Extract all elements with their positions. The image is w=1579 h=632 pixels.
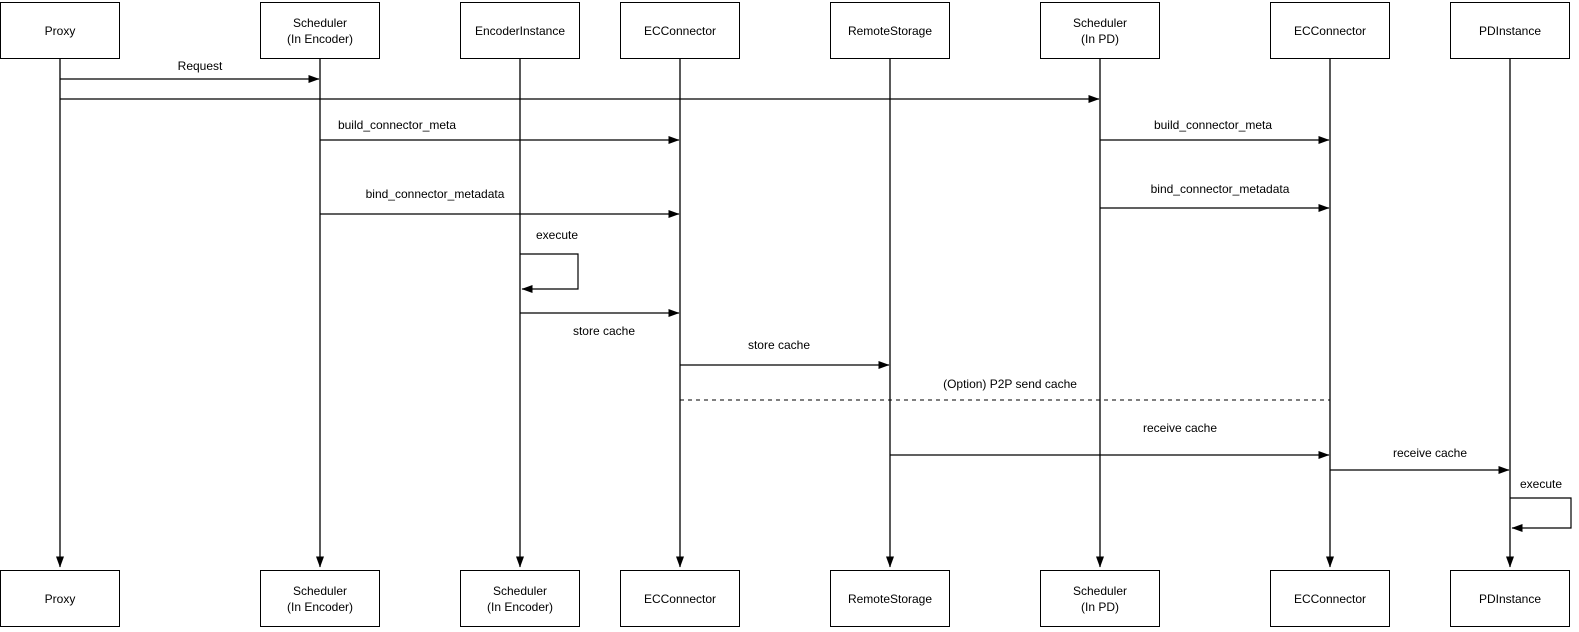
actor-top-scheduler-encoder: Scheduler (In Encoder) [260,2,380,59]
message-label-build-connector-meta-encoder: build_connector_meta [335,118,459,132]
message-label-bind-connector-metadata-encoder: bind_connector_metadata [363,187,507,201]
actor-top-ec-connector-pd: ECConnector [1270,2,1390,59]
message-self-loop-execute-pd [1510,497,1572,532]
actor-bottom-ec-connector-pd: ECConnector [1270,570,1390,627]
message-label-execute-pd: execute [1517,477,1565,491]
actor-bottom-ec-connector-encoder: ECConnector [620,570,740,627]
actor-bottom-remote-storage: RemoteStorage [830,570,950,627]
message-label-bind-connector-metadata-pd: bind_connector_metadata [1148,182,1292,196]
message-label-execute-encoder: execute [533,228,581,242]
actor-top-remote-storage: RemoteStorage [830,2,950,59]
actor-top-pd-instance: PDInstance [1450,2,1570,59]
message-label-receive-cache-2: receive cache [1390,446,1470,460]
actor-bottom-scheduler-encoder: Scheduler (In Encoder) [260,570,380,627]
actor-bottom-proxy: Proxy [0,570,120,627]
message-self-loop-execute-encoder [520,253,579,293]
actor-top-ec-connector-encoder: ECConnector [620,2,740,59]
message-label-store-cache-2: store cache [745,338,813,352]
message-label-request: Request [175,59,225,73]
actor-bottom-pd-instance: PDInstance [1450,570,1570,627]
actor-bottom-scheduler-encoder-2: Scheduler (In Encoder) [460,570,580,627]
message-label-store-cache-1: store cache [570,324,638,338]
message-label-p2p-send-cache: (Option) P2P send cache [941,377,1079,391]
actor-top-encoder-instance: EncoderInstance [460,2,580,59]
actor-bottom-scheduler-pd: Scheduler (In PD) [1040,570,1160,627]
actor-top-proxy: Proxy [0,2,120,59]
message-label-build-connector-meta-pd: build_connector_meta [1151,118,1275,132]
actor-top-scheduler-pd: Scheduler (In PD) [1040,2,1160,59]
message-label-receive-cache-1: receive cache [1140,421,1220,435]
